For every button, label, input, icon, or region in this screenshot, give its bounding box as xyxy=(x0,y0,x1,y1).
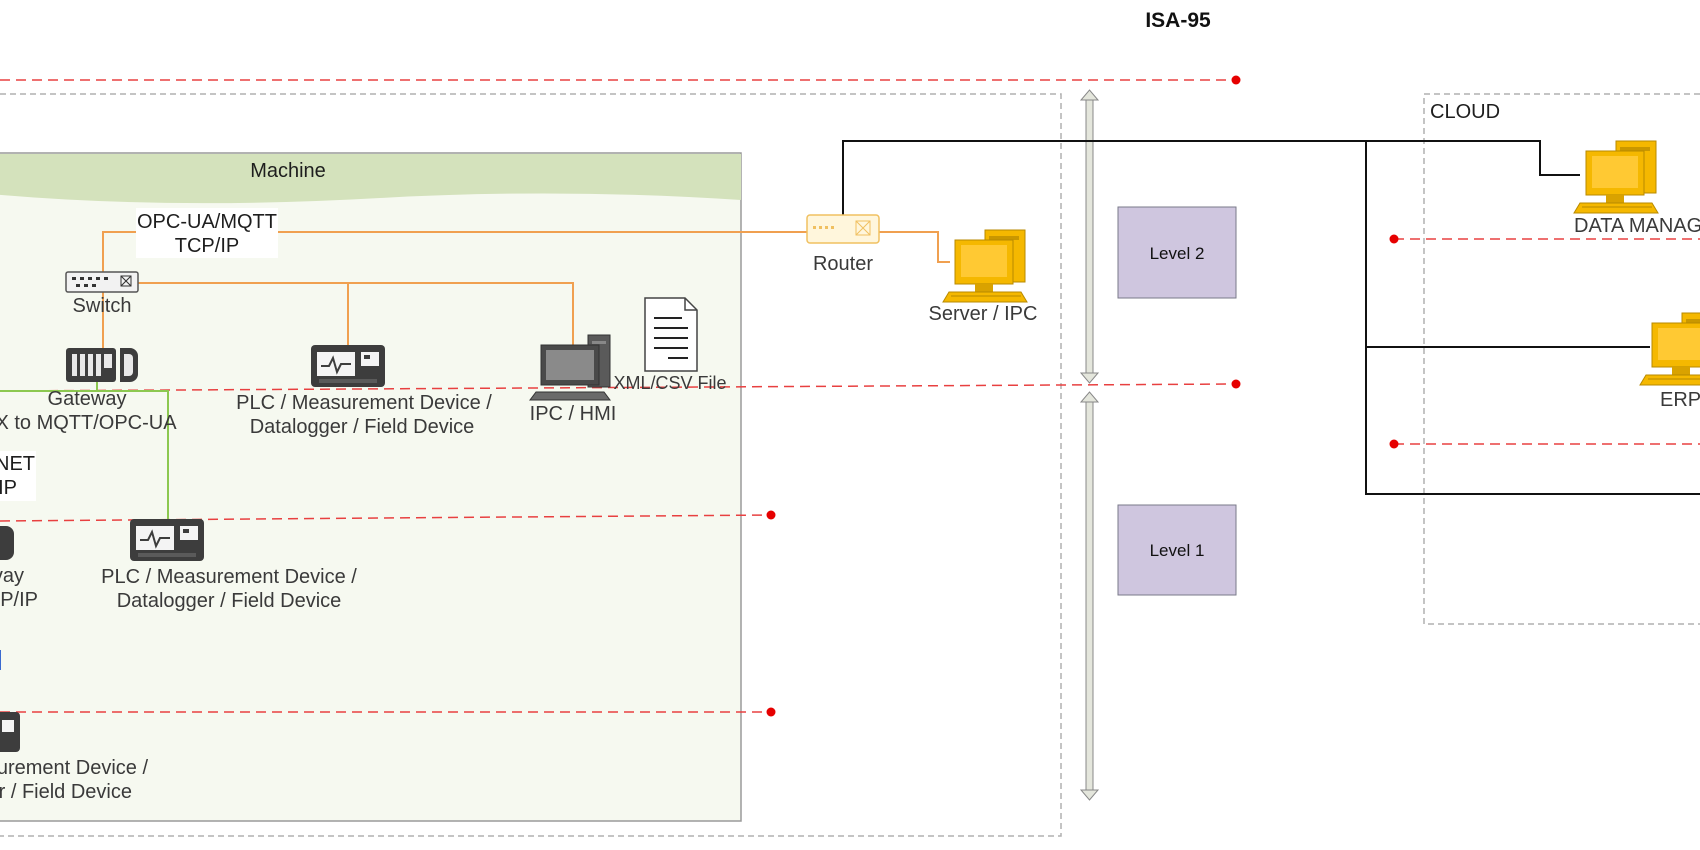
plc2-label-line1: PLC / Measurement Device / xyxy=(101,566,357,588)
machine-container: Machine xyxy=(0,152,742,822)
level2-box: Level 2 xyxy=(1117,206,1237,299)
plc3-label-line2: r / Field Device xyxy=(0,781,132,803)
data-manager-label: DATA MANAG xyxy=(1574,215,1700,237)
router-device: Router xyxy=(806,214,880,275)
plc3-label-line1: urement Device / xyxy=(0,757,148,779)
server-ipc-label: Server / IPC xyxy=(929,303,1038,325)
plc1-label-line1: PLC / Measurement Device / xyxy=(236,392,492,414)
boundary-dot-cloud-upper xyxy=(1389,234,1399,244)
level2-range-arrow xyxy=(1079,89,1100,384)
ipc-hmi-device: IPC / HMI xyxy=(529,334,617,425)
erp-device: ERP xyxy=(1639,312,1700,411)
switch-device: Switch xyxy=(65,271,139,317)
plc1-label-line2: Datalogger / Field Device xyxy=(250,416,475,438)
boundary-dot-level0 xyxy=(766,707,776,717)
wan-connections xyxy=(842,140,1700,495)
plc2-label-line2: Datalogger / Field Device xyxy=(117,590,342,612)
gateway2-label-line2: P/IP xyxy=(0,589,38,611)
data-manager-device: DATA MANAG xyxy=(1573,140,1700,237)
gateway-label-line2: X to MQTT/OPC-UA xyxy=(0,412,177,434)
level-range-arrows xyxy=(1079,89,1100,801)
plc-icon xyxy=(310,344,386,388)
plc-device-1: PLC / Measurement Device / Datalogger / … xyxy=(236,344,492,438)
server-computer-icon xyxy=(942,229,1028,303)
gateway2-label-line1: vay xyxy=(0,565,24,587)
boundary-dot-level2 xyxy=(1231,379,1241,389)
boundary-line-level1 xyxy=(0,514,772,522)
plc-device-2: PLC / Measurement Device / Datalogger / … xyxy=(101,518,357,612)
cloud-boundary xyxy=(1423,93,1700,625)
boundary-dot-top xyxy=(1231,75,1241,85)
xml-csv-file: XML/CSV File xyxy=(613,297,727,393)
machine-label: Machine xyxy=(250,160,326,182)
ipc-hmi-icon xyxy=(529,334,611,401)
gateway-icon xyxy=(66,348,138,382)
gateway-device: Gateway X to MQTT/OPC-UA xyxy=(0,348,177,434)
server-ipc-device: Server / IPC xyxy=(929,229,1038,325)
document-icon xyxy=(644,297,698,372)
fieldbus-protocol-label: NET IP xyxy=(0,451,36,501)
plant-area-boundary xyxy=(0,93,1062,837)
router-label: Router xyxy=(813,253,873,275)
boundary-dot-level1 xyxy=(766,510,776,520)
boundary-dot-cloud-lower xyxy=(1389,439,1399,449)
router-icon xyxy=(806,214,880,244)
erp-computer-icon xyxy=(1639,312,1700,386)
switch-label: Switch xyxy=(73,295,132,317)
gateway-icon xyxy=(0,526,14,560)
cloud-label: CLOUD xyxy=(1430,101,1500,123)
fieldbus-protocol-line2: IP xyxy=(0,477,17,499)
plc-icon xyxy=(129,518,205,562)
ipc-hmi-label: IPC / HMI xyxy=(530,403,617,425)
fieldbus-protocol-line1: NET xyxy=(0,453,35,475)
opc-protocol-line2: TCP/IP xyxy=(175,235,239,257)
data-manager-computer-icon xyxy=(1573,140,1659,214)
level1-range-arrow xyxy=(1079,391,1100,801)
level1-label: Level 1 xyxy=(1150,541,1205,560)
level-boundaries xyxy=(0,75,1700,717)
erp-label: ERP xyxy=(1660,389,1700,411)
plc-screen xyxy=(2,720,14,732)
boundary-line-level2 xyxy=(0,383,1237,392)
switch-icon xyxy=(65,271,139,293)
plc-device-3: urement Device / r / Field Device xyxy=(0,650,148,803)
level2-label: Level 2 xyxy=(1150,244,1205,263)
level1-box: Level 1 xyxy=(1117,504,1237,596)
diagram-title: ISA-95 xyxy=(1145,9,1211,32)
xml-csv-label: XML/CSV File xyxy=(613,373,726,393)
gateway-label-line1: Gateway xyxy=(48,388,127,410)
gateway-device-2: vay P/IP xyxy=(0,526,38,611)
opc-protocol-line1: OPC-UA/MQTT xyxy=(137,211,277,233)
opc-protocol-label: OPC-UA/MQTT TCP/IP xyxy=(136,208,278,258)
